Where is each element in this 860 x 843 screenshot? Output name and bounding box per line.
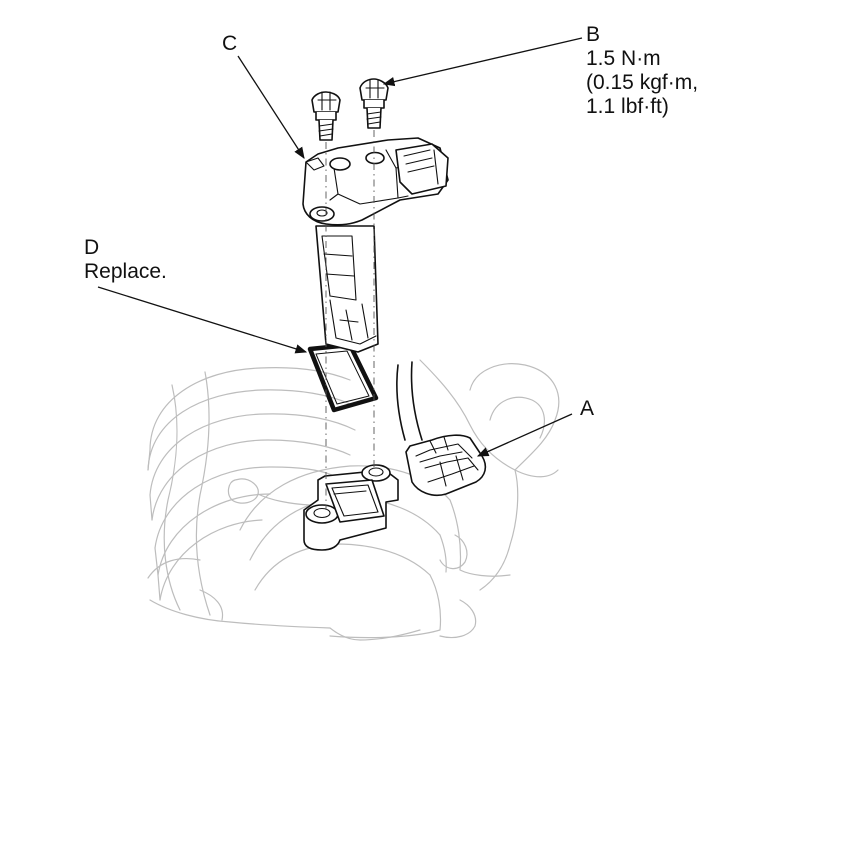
leader-c	[237, 55, 305, 159]
bolt-right	[359, 78, 389, 129]
callout-a-label: A	[580, 397, 595, 420]
intake-duct-background	[147, 359, 560, 641]
callout-c-label: C	[222, 32, 238, 55]
alignment-guides	[325, 130, 375, 510]
leader-d	[97, 286, 308, 354]
callout-d-note: Replace.	[84, 260, 167, 283]
connector-a	[396, 361, 487, 497]
maf-sensor-c	[302, 137, 449, 353]
torque-spec-line1: 1.5 N·m	[586, 47, 661, 70]
sensor-mounting-boss	[303, 464, 399, 551]
torque-spec-line2: (0.15 kgf·m,	[586, 71, 699, 94]
leader-lines	[97, 37, 583, 457]
callout-d-label: D	[84, 236, 100, 259]
bolt-left	[311, 91, 341, 141]
torque-spec-line3: 1.1 lbf·ft)	[586, 95, 669, 118]
callout-b-label: B	[586, 23, 601, 46]
leader-a	[476, 413, 573, 457]
leader-b	[382, 37, 583, 87]
